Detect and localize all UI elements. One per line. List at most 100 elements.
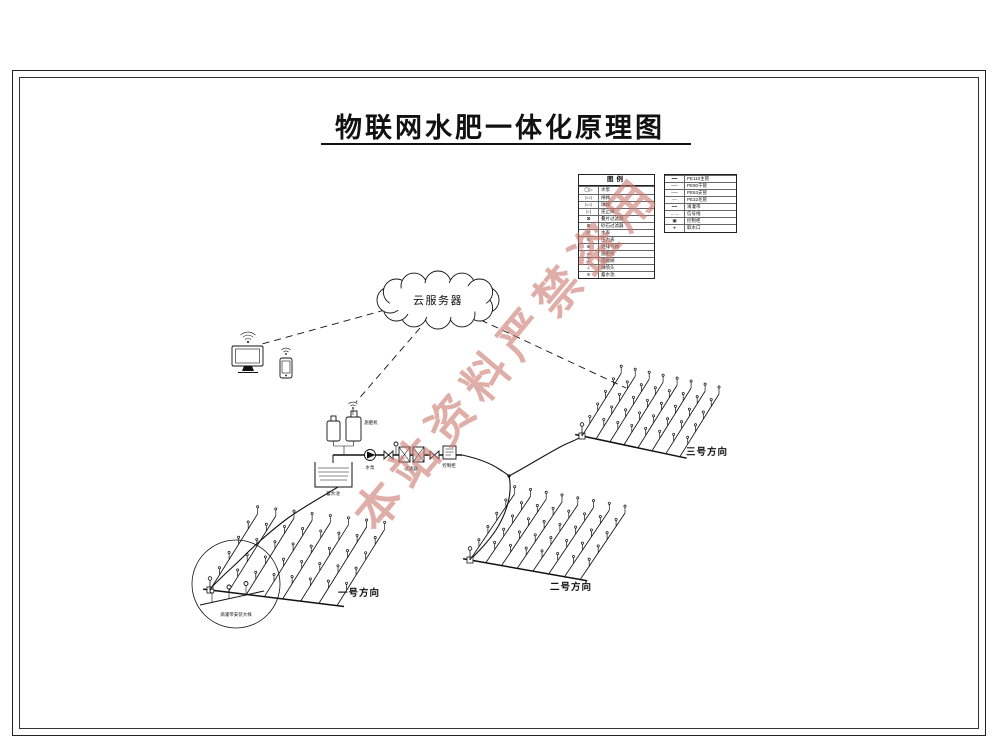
legend-label: PE110主管 [687, 176, 710, 181]
legend-row: ▭ 施肥机 [579, 250, 654, 258]
phone-home-dot [285, 374, 287, 377]
legend-label: 进排气阀 [601, 243, 619, 249]
legend-symbol: ╍╍ [665, 204, 685, 211]
legend-row: ▷◁ 球阀 [579, 200, 654, 208]
legend-symbol: ⊠ [579, 215, 599, 222]
legend-row: ╍╍ 滴灌带 [665, 203, 736, 211]
detail-callout: 滴灌带安装大样 [191, 539, 281, 629]
cloud-label: 云服务器 [413, 294, 463, 307]
legend-table-main: 图例 ◯▷ 水泵 ▷◁ 闸阀 ▷◁ 球阀 ▷| 逆止阀 ⊠ [578, 174, 655, 280]
legend-label: 球阀 [601, 201, 610, 207]
fertilizer-tank-b-cap [350, 410, 358, 418]
legend-row: ── PE90干管 [665, 182, 736, 190]
legend-label: 水表 [601, 229, 610, 235]
field-3-label: 三号方向 [686, 446, 728, 458]
head-station: 蓄水池 水泵 过滤器 控制柜 施肥机 [314, 401, 462, 497]
monitor-icon [231, 345, 264, 373]
legend-symbol: ▭ [579, 251, 599, 258]
distribution-pipes [210, 435, 583, 589]
valve-symbol-2 [429, 449, 440, 461]
filter-label: 过滤器 [404, 465, 418, 472]
legend-row: ▷◁ 闸阀 [579, 193, 654, 201]
legend-label: 逆止阀 [601, 208, 615, 214]
fertilizer-tank-a [326, 420, 341, 442]
wifi-arc-1 [283, 350, 289, 353]
legend-header: 图例 [579, 175, 654, 187]
wifi-arc-2 [242, 334, 254, 338]
legend-symbol: ── [665, 190, 685, 197]
title-underline [321, 143, 691, 145]
field-1-label: 一号方向 [338, 587, 380, 599]
reservoir [314, 462, 353, 488]
legend-symbol: ⌖ [665, 225, 685, 232]
pipe-main-out [461, 454, 510, 477]
controller-lines [445, 448, 454, 456]
pipe-to-field3 [508, 435, 583, 477]
wifi-dot [247, 341, 249, 343]
legend-label: 施肥机 [601, 251, 615, 256]
legend-symbol: ◯▷ [579, 187, 599, 194]
dashed-link-cloud-field3 [469, 314, 627, 389]
legend-row: ⊥ 微喷头 [579, 264, 654, 272]
legend-symbol: Ⓜ [579, 229, 599, 236]
phone-icon [279, 357, 293, 379]
controller-box [442, 445, 457, 460]
legend-row: ⊙ 压力表 [579, 235, 654, 243]
fertilizer-tank-a-cap [330, 415, 337, 422]
legend-symbol: ﹘﹘ [665, 211, 685, 218]
legend-row: ≋ 蓄水池 [579, 271, 654, 279]
legend-symbol: ≋ [579, 272, 599, 279]
legend-symbol: ▷◁ [579, 194, 599, 201]
field-1-sprinkler-grid [203, 505, 387, 608]
legend-label: PE32毛管 [687, 197, 708, 203]
legend-row: ⊞ 砂石过滤器 [579, 221, 654, 229]
legend-label: PE63支管 [687, 190, 708, 196]
legend-row: ┈┈ PE32毛管 [665, 196, 736, 204]
legend-row: ⌖ 取水口 [665, 224, 736, 232]
legend-row: ▣ 控制柜 [665, 217, 736, 225]
filter-a-cross [398, 446, 411, 463]
field-2-sprinkler-grid [462, 485, 627, 582]
legend-symbol: ┈┈ [665, 197, 685, 204]
wifi-dot [352, 407, 354, 409]
pump-label: 水泵 [366, 464, 375, 470]
legend-symbol: ⊥ [579, 265, 599, 272]
legend-row: ⊠ 叠片过滤器 [579, 214, 654, 222]
detail-drip-line [199, 590, 265, 606]
legend-row: ⊕ 进排气阀 [579, 242, 654, 250]
legend-body: ━━ PE110主管 ── PE90干管 ── PE63支管 ┈┈ PE32毛管… [665, 175, 736, 232]
wifi-dot [285, 353, 287, 355]
detail-circle [191, 539, 281, 629]
wifi-icon-phone [281, 347, 291, 355]
cloud-shape [376, 270, 500, 330]
pipe-to-field2 [469, 475, 511, 561]
legend-label: 蓄水池 [601, 272, 615, 278]
legend-body: ◯▷ 水泵 ▷◁ 闸阀 ▷◁ 球阀 ▷| 逆止阀 ⊠ 叠片过滤器 [579, 186, 654, 279]
monitor-screen [235, 348, 260, 364]
legend-label: 叠片过滤器 [601, 215, 624, 221]
legend-label: 微喷头 [601, 265, 615, 271]
controller-label: 控制柜 [442, 462, 456, 469]
fertilizer-label: 施肥机 [364, 419, 378, 426]
detail-emitters [209, 581, 249, 603]
fertilizer-tank-b [345, 416, 362, 442]
wifi-arc-2 [281, 347, 291, 351]
wifi-arc-3 [240, 331, 256, 336]
injection-lines [333, 441, 354, 455]
wireless-links [261, 309, 627, 403]
wifi-arc-2 [348, 401, 358, 405]
legend-label: 取水口 [687, 225, 701, 231]
legend-label: 滴灌带 [687, 204, 701, 210]
legend-row: ﹘﹘ 信号线 [665, 210, 736, 218]
legend-table-pipes: ━━ PE110主管 ── PE90干管 ── PE63支管 ┈┈ PE32毛管… [664, 174, 737, 233]
wifi-arc-1 [244, 337, 252, 340]
drawing-title: 物联网水肥一体化原理图 [335, 113, 665, 143]
legend-symbol: ▷| [579, 208, 599, 215]
legend-label: 闸阀 [601, 194, 610, 200]
legend-label: 压力表 [601, 236, 615, 242]
legend-symbol: ⊙ [579, 236, 599, 243]
filter-b-cross [412, 446, 425, 463]
pipe-to-field1 [210, 486, 339, 589]
detail-label: 滴灌带安装大样 [220, 611, 252, 618]
